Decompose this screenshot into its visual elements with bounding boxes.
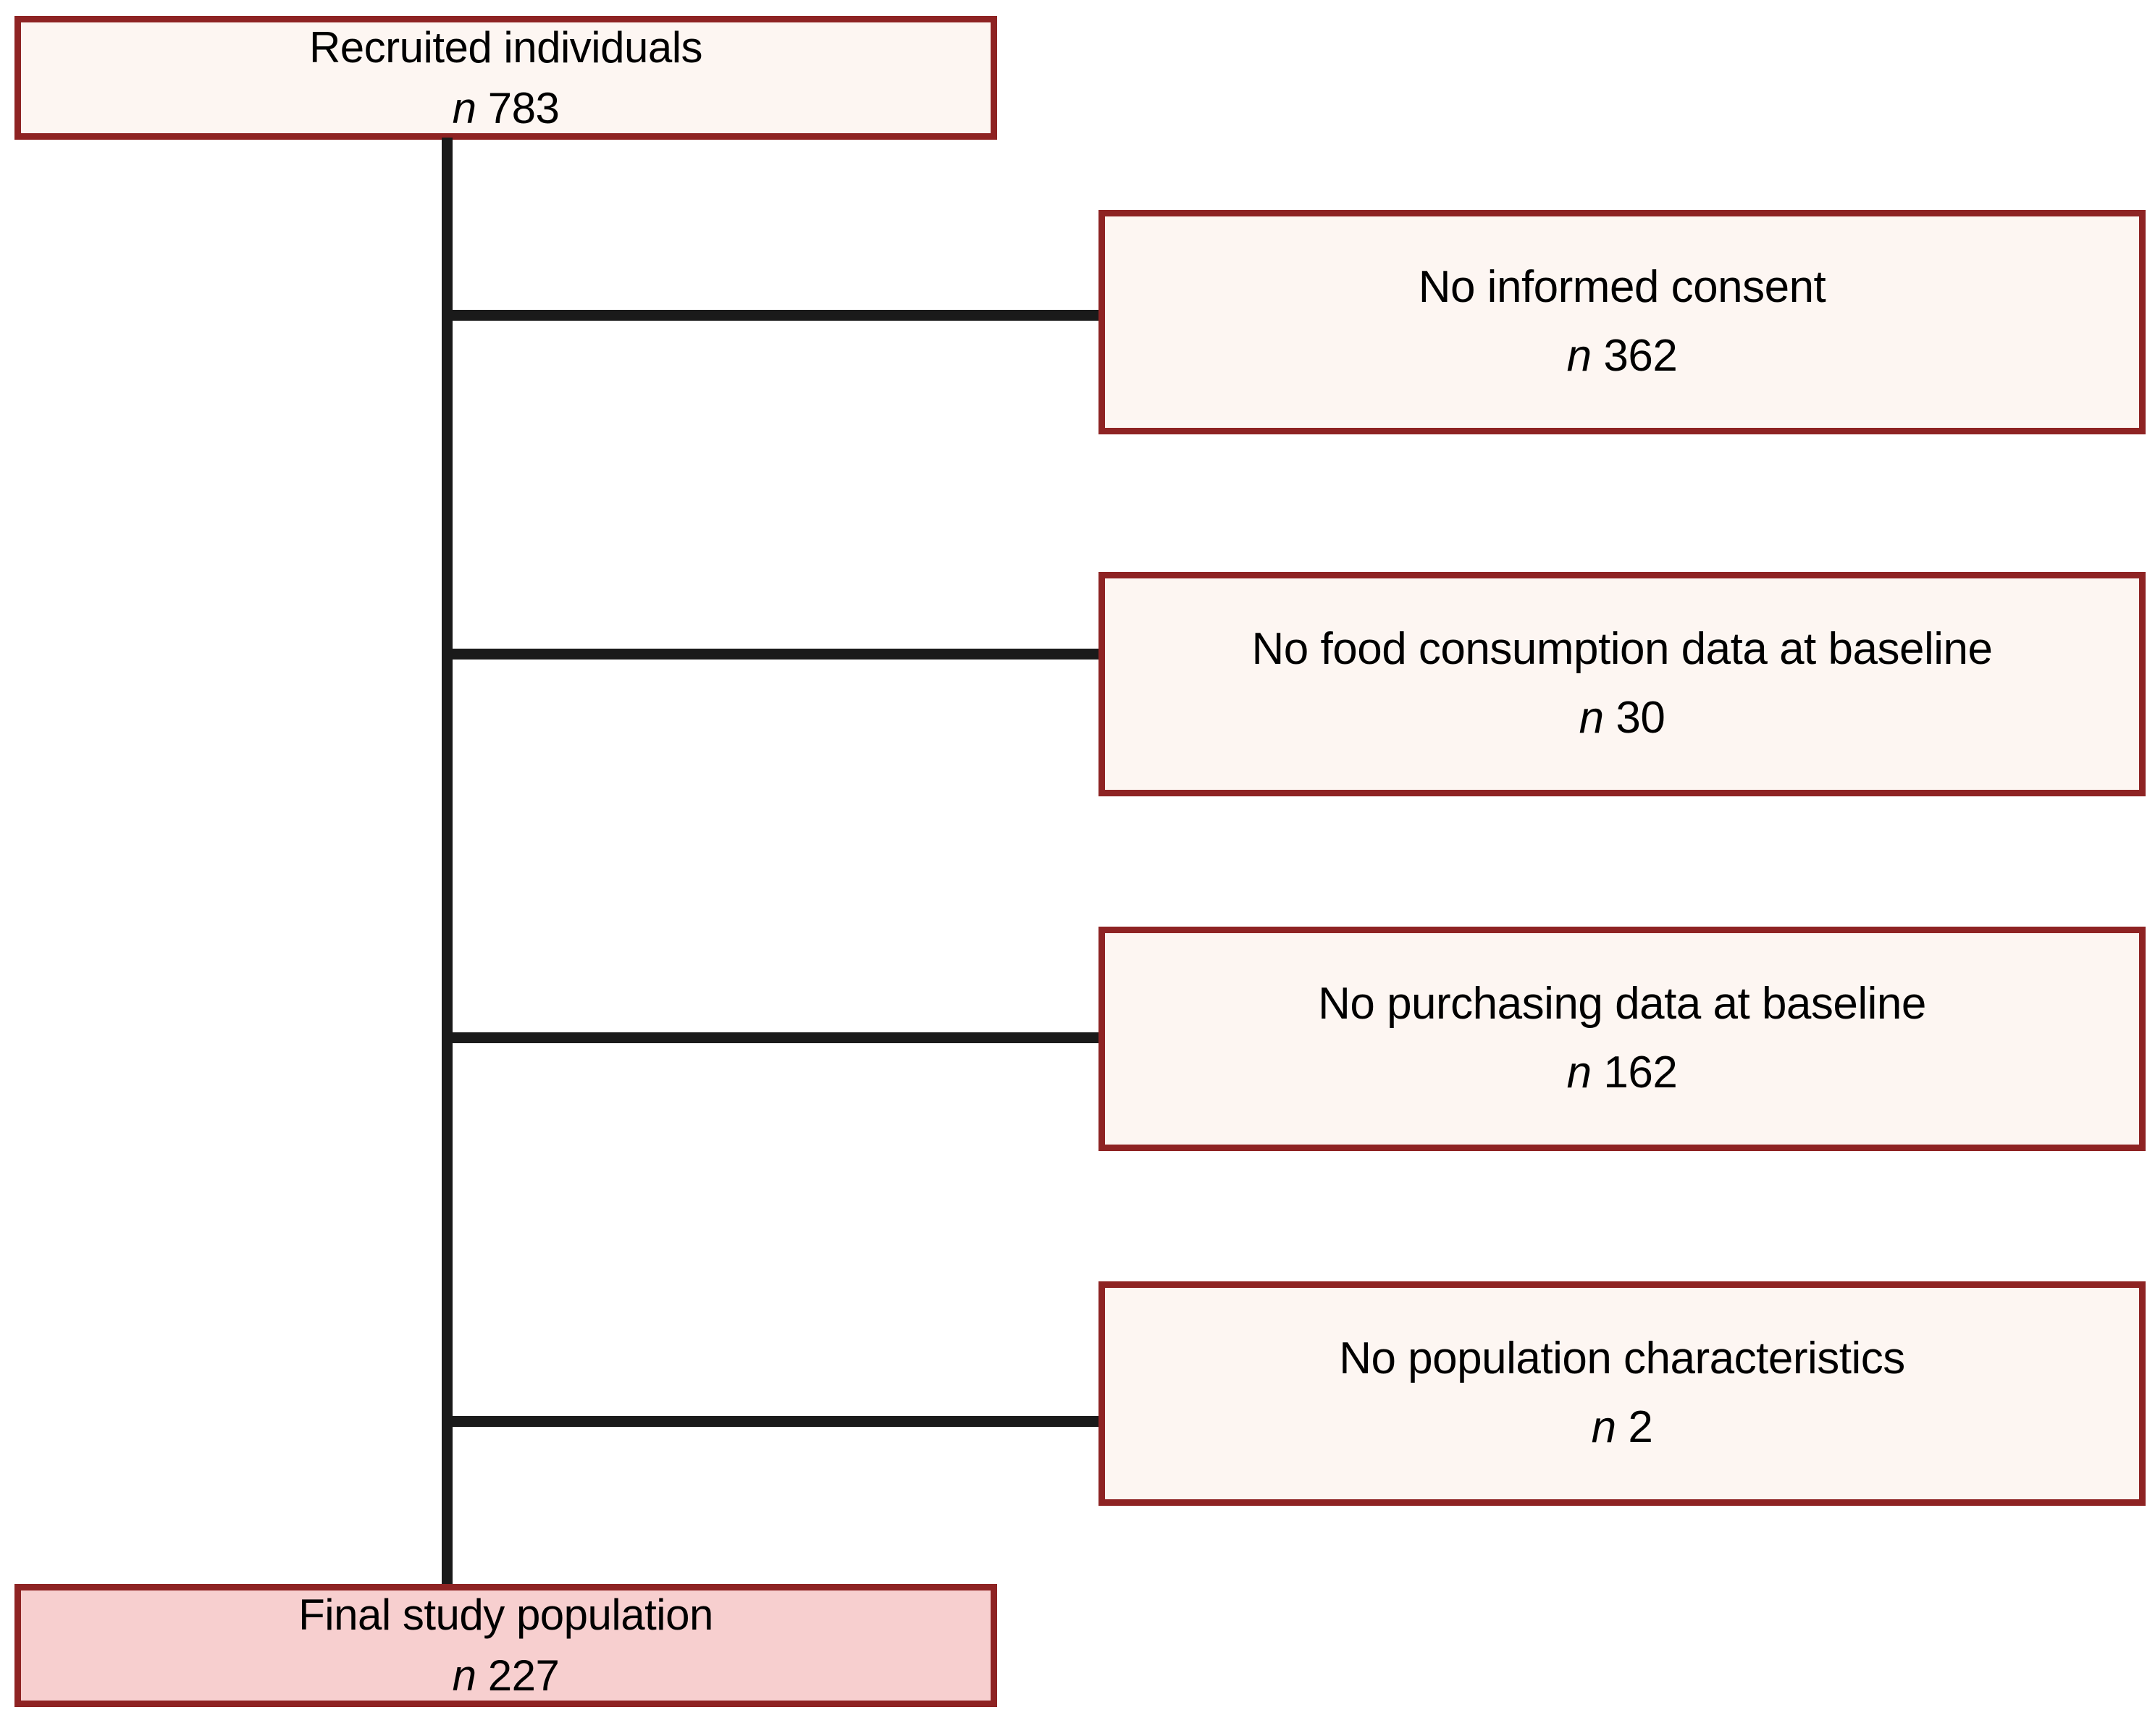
node-no-food-consumption-data-count: n 30 [1579,689,1665,748]
node-no-population-characteristics: No population characteristics n 2 [1098,1281,2146,1506]
node-no-purchasing-data-count: n 162 [1567,1044,1678,1103]
n-symbol: n [1566,331,1592,381]
branch-connector-no-food-consumption-data [447,649,1101,660]
node-final-study-population-label: Final study population [298,1590,713,1639]
node-no-informed-consent: No informed consent n 362 [1098,210,2146,434]
node-no-food-consumption-data-label: No food consumption data at baseline [1251,624,1993,675]
n-symbol: n [452,83,476,132]
n-value: 362 [1603,331,1678,381]
node-no-population-characteristics-label: No population characteristics [1339,1333,1905,1384]
n-symbol: n [1591,1402,1616,1452]
n-symbol: n [452,1651,476,1700]
node-no-purchasing-data: No purchasing data at baseline n 162 [1098,927,2146,1151]
node-no-informed-consent-label: No informed consent [1418,262,1826,313]
n-value: 227 [487,1651,560,1700]
node-final-study-population-count: n 227 [453,1648,560,1704]
branch-connector-no-population-characteristics [447,1416,1101,1427]
node-recruited-individuals-count: n 783 [453,80,560,137]
branch-connector-no-purchasing-data [447,1032,1101,1043]
branch-connector-no-informed-consent [447,310,1101,321]
node-no-informed-consent-count: n 362 [1567,327,1678,386]
n-value: 162 [1603,1048,1678,1097]
node-no-population-characteristics-count: n 2 [1592,1399,1653,1457]
node-final-study-population: Final study population n 227 [14,1584,997,1707]
n-symbol: n [1579,693,1604,743]
n-value: 2 [1628,1402,1653,1452]
n-symbol: n [1566,1048,1592,1097]
node-no-purchasing-data-label: No purchasing data at baseline [1318,979,1926,1029]
node-recruited-individuals-label: Recruited individuals [308,22,703,72]
node-no-food-consumption-data: No food consumption data at baseline n 3… [1098,572,2146,796]
vertical-connector-line [442,138,453,1585]
n-value: 30 [1616,693,1665,743]
node-recruited-individuals: Recruited individuals n 783 [14,16,997,140]
n-value: 783 [487,83,560,132]
